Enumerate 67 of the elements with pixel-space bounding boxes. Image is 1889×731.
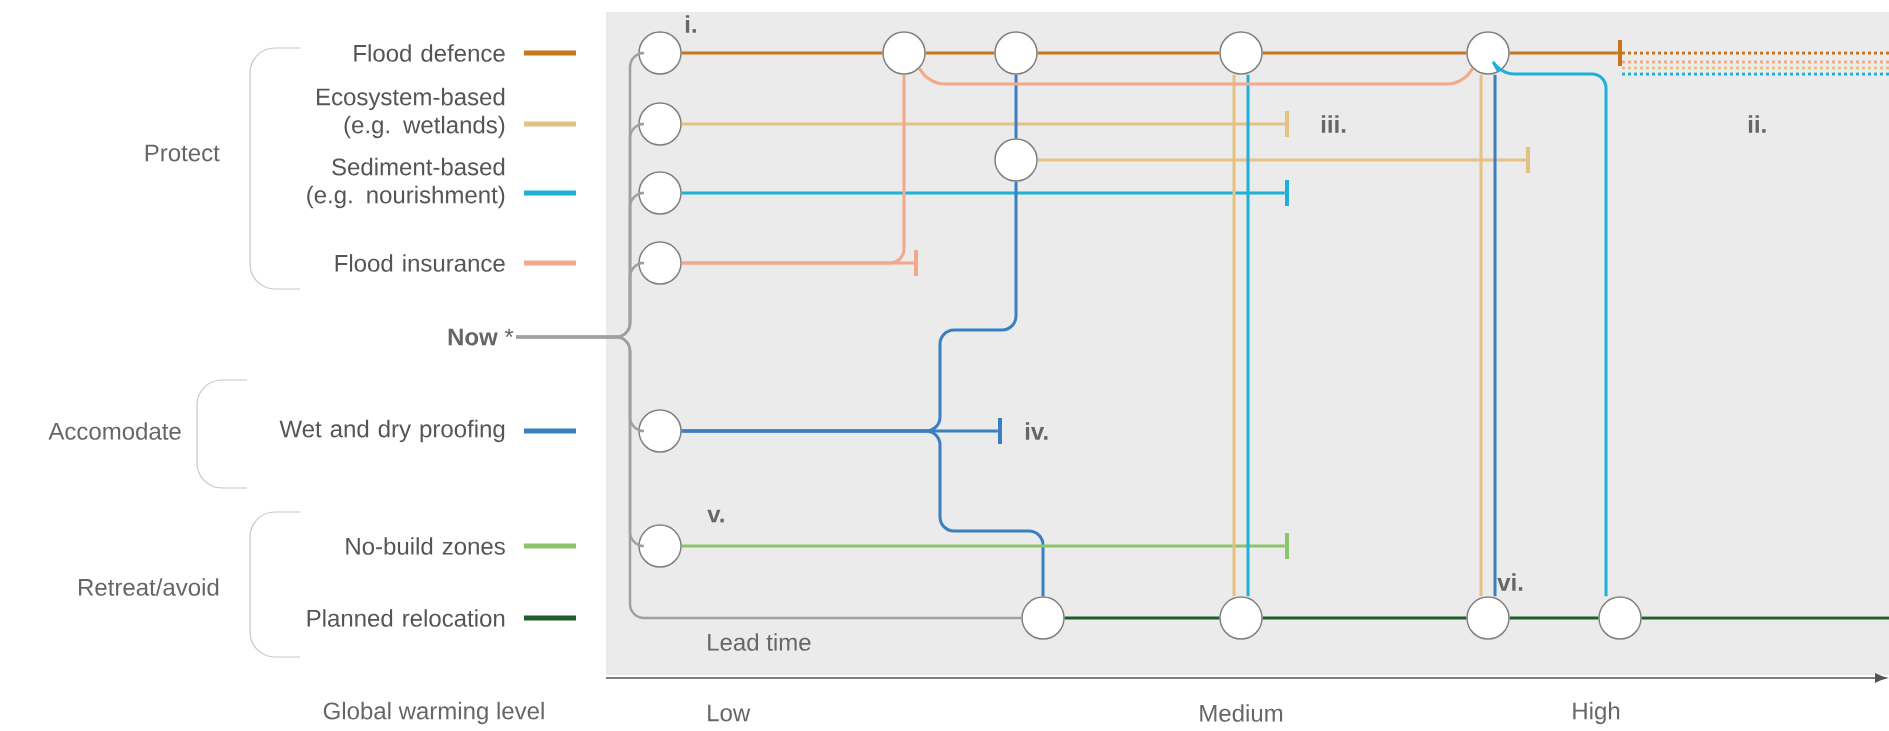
legend-label: Flood defence [354,44,505,62]
group-label: Accomodate [48,422,181,440]
pathway-line [1509,616,1599,620]
now-label: Now* [448,328,514,346]
decision-circle [638,241,682,285]
decision-circle [638,409,682,453]
pathway-line [681,261,914,265]
axis-label: Low [708,704,751,722]
pathway-line [1262,616,1467,620]
decision-circle [994,31,1038,75]
roman-numeral: iv. [1025,422,1048,440]
decision-circle [638,31,682,75]
legend-label: Wet and dry proofing [279,419,505,443]
pathway-line [1037,158,1526,162]
pathway-line [1509,51,1618,55]
decision-circle [1021,596,1065,640]
legend-label: Sediment-based (e.g. nourishment) [307,157,505,209]
legend-label: No-build zones [346,537,505,555]
pathway-line [681,122,1285,126]
decision-circle [882,31,926,75]
tipping-point-bar [1285,111,1289,137]
roman-numeral: ii. [1748,115,1766,133]
decision-circle [638,102,682,146]
pathway-line [681,544,1285,548]
pathway-line [1232,74,1236,597]
pathway-line [1262,51,1467,55]
decision-circle [1219,596,1263,640]
decision-circle [1466,596,1510,640]
pathway-line [1014,74,1018,139]
axis-label: Global warming level [323,701,544,725]
decision-circle [638,524,682,568]
decision-circle [638,171,682,215]
decision-circle [994,138,1038,182]
pathway-line [1479,74,1483,597]
roman-numeral: v. [707,509,724,523]
tipping-point-bar [1285,533,1289,559]
decision-circle [1219,31,1263,75]
tipping-point-bar [1618,40,1622,66]
axis-label: High [1573,701,1620,725]
pathway-line [681,429,998,433]
pathway-line [681,51,883,55]
tipping-point-bar [1285,180,1289,206]
decision-circle [1598,596,1642,640]
roman-numeral: iii. [1321,115,1346,133]
legend-label: Flood insurance [335,254,505,272]
pathway-line [681,191,1285,195]
legend-label: Planned relocation [307,609,505,627]
pathway-line [1064,616,1220,620]
group-label: Protect [145,144,220,162]
decision-circle [1466,31,1510,75]
pathway-line [1641,616,1889,620]
tipping-point-bar [914,250,918,276]
pathway-line [1246,74,1250,597]
pathway-line [1491,60,1608,597]
tipping-point-bar [998,418,1002,444]
lead-time-line [516,335,1022,620]
pathway-line [925,51,995,55]
axis-label: Medium [1200,704,1283,722]
tipping-point-bar [1526,147,1530,173]
legend-label: Ecosystem-based (e.g. wetlands) [317,87,505,139]
pathway-line [1037,51,1220,55]
roman-numeral: vi. [1497,573,1523,591]
axis-note: Lead time [708,633,811,651]
pathway-line [1493,74,1497,597]
group-label: Retreat/avoid [79,578,219,596]
pathway-line [918,67,1474,86]
roman-numeral: i. [685,15,696,33]
